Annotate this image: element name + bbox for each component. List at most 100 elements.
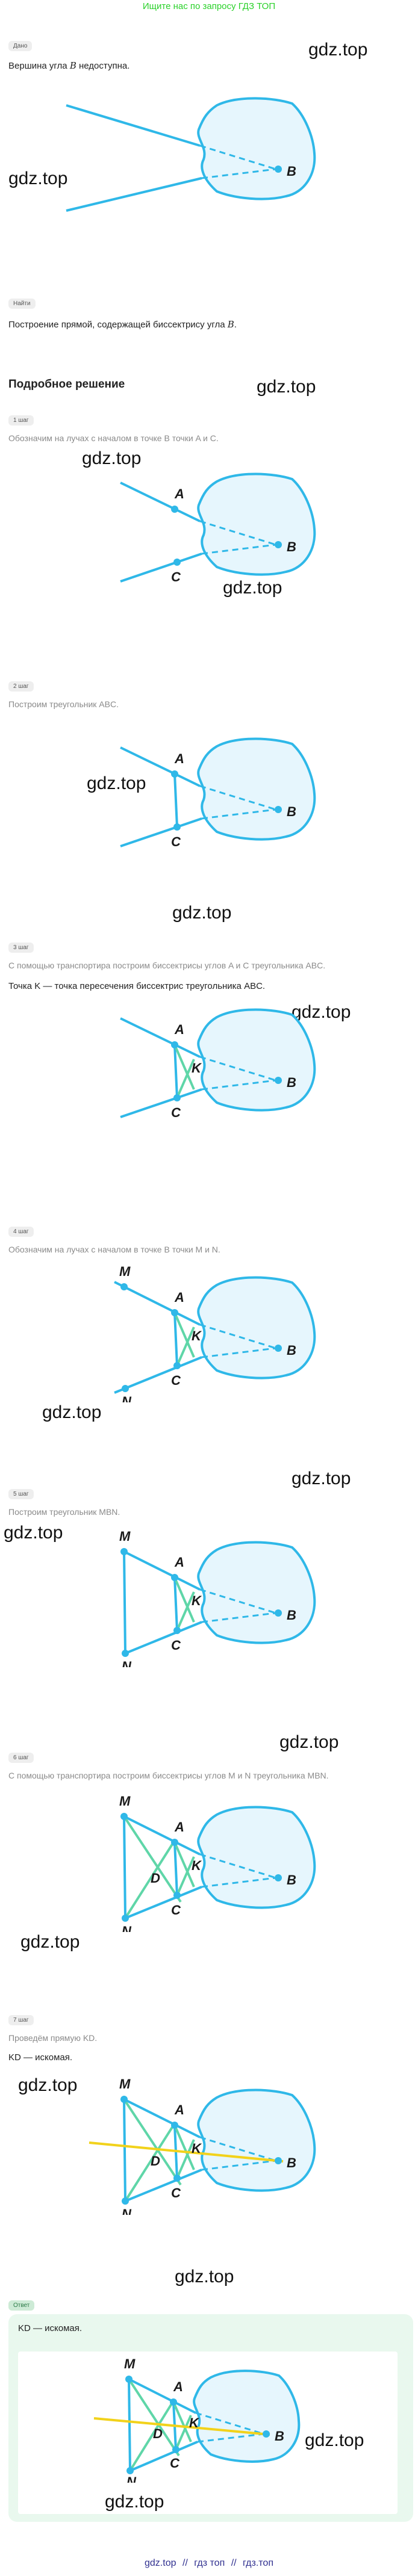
- svg-text:C: C: [171, 1638, 181, 1653]
- step-5-text: Построим треугольник MBN.: [8, 1507, 120, 1517]
- svg-text:M: M: [119, 1264, 131, 1279]
- bisector-a: [173, 1044, 195, 1090]
- top-banner[interactable]: Ищите нас по запросу ГДЗ ТОП: [142, 1, 276, 11]
- point-b: [275, 166, 282, 173]
- footer-link[interactable]: гдз.топ: [243, 2558, 273, 2568]
- dashed-lower: [201, 168, 276, 179]
- svg-text:D: D: [153, 2426, 163, 2441]
- point-c: [173, 559, 181, 566]
- svg-text:A: A: [174, 2102, 184, 2117]
- svg-text:M: M: [119, 1529, 131, 1544]
- svg-text:A: A: [174, 1290, 184, 1305]
- svg-text:N: N: [122, 1394, 132, 1402]
- step-2-text: Построим треугольник ABC.: [8, 699, 119, 709]
- point-b: [275, 541, 282, 548]
- step-3-text-2: Точка K — точка пересечения биссектрис т…: [8, 981, 266, 991]
- svg-text:C: C: [170, 2456, 180, 2471]
- answer-figure: M N A C K D B: [93, 2356, 301, 2483]
- svg-text:B: B: [287, 1075, 296, 1090]
- step-2-figure: A C B: [120, 737, 316, 849]
- watermark: gdz.top: [105, 2492, 164, 2512]
- answer-tag: Ответ: [8, 2300, 35, 2311]
- footer-link[interactable]: гдз топ: [194, 2558, 225, 2568]
- answer-text: KD — искомая.: [18, 2323, 83, 2333]
- ray-upper: [66, 104, 201, 147]
- watermark: gdz.top: [8, 169, 68, 188]
- watermark: gdz.top: [223, 578, 282, 598]
- svg-text:D: D: [151, 1871, 160, 1886]
- point-m: [120, 1283, 128, 1290]
- find-text: Построение прямой, содержащей биссектрис…: [8, 319, 237, 330]
- svg-text:K: K: [192, 1328, 202, 1343]
- step-3-figure: A C K B: [120, 1008, 316, 1120]
- step-3-tag: 3 шаг: [8, 943, 34, 953]
- ray-lower: [66, 177, 202, 212]
- watermark: gdz.top: [257, 377, 316, 397]
- footer-link[interactable]: gdz.top: [145, 2558, 176, 2568]
- given-text: Вершина угла B недоступна.: [8, 60, 130, 71]
- step-7-text-2: KD — искомая.: [8, 2052, 73, 2063]
- svg-text:N: N: [122, 1924, 132, 1932]
- watermark: gdz.top: [87, 773, 146, 793]
- step-7-figure: M N A C K D B: [89, 2076, 316, 2215]
- label-c: C: [171, 569, 181, 584]
- bisector-m: [123, 1815, 182, 1903]
- watermark: gdz.top: [279, 1732, 339, 1752]
- step-1-tag: 1 шаг: [8, 415, 34, 426]
- line-kd: [89, 2141, 284, 2163]
- solution-title: Подробное решение: [8, 378, 125, 391]
- watermark: gdz.top: [292, 1002, 351, 1022]
- svg-text:N: N: [126, 2474, 137, 2483]
- step-4-text: Обозначим на лучах с началом в точке B т…: [8, 1245, 220, 1254]
- svg-text:A: A: [173, 2379, 183, 2394]
- step-6-tag: 6 шаг: [8, 1753, 34, 1763]
- watermark: gdz.top: [42, 1402, 102, 1422]
- given-figure: B: [66, 97, 316, 212]
- svg-text:K: K: [192, 1858, 202, 1873]
- svg-text:B: B: [287, 1608, 296, 1623]
- step-5-tag: 5 шаг: [8, 1489, 34, 1499]
- footer-separator: //: [182, 2558, 188, 2568]
- footer-links: gdz.top // гдз топ // гдз.топ: [0, 2558, 418, 2569]
- step-4-figure: M N A C K B: [114, 1264, 316, 1402]
- svg-text:N: N: [122, 1659, 132, 1667]
- svg-text:N: N: [122, 2206, 132, 2215]
- step-1-text: Обозначим на лучах с началом в точке B т…: [8, 433, 219, 443]
- step-1-figure: A C B: [120, 472, 316, 584]
- footer-separator: //: [231, 2558, 237, 2568]
- label-b: B: [287, 539, 296, 554]
- point-n: [122, 1385, 129, 1392]
- step-7-tag: 7 шаг: [8, 2015, 34, 2025]
- step-7-text: Проведём прямую KD.: [8, 2033, 98, 2043]
- svg-text:C: C: [171, 1903, 181, 1918]
- svg-text:B: B: [275, 2429, 284, 2444]
- segment-mn: [123, 1551, 126, 1654]
- svg-text:D: D: [151, 2153, 160, 2169]
- bisector-n: [124, 1839, 176, 1919]
- given-tag: Дано: [8, 41, 33, 51]
- watermark: gdz.top: [4, 1523, 63, 1543]
- point-a: [171, 506, 178, 513]
- svg-text:K: K: [192, 1060, 202, 1076]
- svg-text:C: C: [171, 1373, 181, 1388]
- svg-text:M: M: [119, 2076, 131, 2091]
- region-outline: [197, 97, 316, 200]
- step-4-tag: 4 шаг: [8, 1227, 34, 1237]
- svg-text:M: M: [124, 2356, 136, 2371]
- svg-text:K: K: [189, 2415, 200, 2430]
- svg-text:A: A: [174, 1022, 184, 1037]
- watermark: gdz.top: [175, 2267, 234, 2287]
- svg-text:B: B: [287, 804, 296, 819]
- watermark: gdz.top: [20, 1932, 80, 1952]
- step-3-text: С помощью транспортира построим биссектр…: [8, 961, 326, 970]
- watermark: gdz.top: [82, 448, 142, 468]
- svg-text:K: K: [192, 1593, 202, 1608]
- svg-text:B: B: [287, 1872, 296, 1887]
- step-2-tag: 2 шаг: [8, 681, 34, 692]
- svg-text:B: B: [287, 1343, 296, 1358]
- watermark: gdz.top: [308, 40, 368, 60]
- step-5-figure: M N A C K B: [119, 1529, 316, 1667]
- svg-text:C: C: [171, 834, 181, 849]
- svg-text:A: A: [174, 1819, 184, 1834]
- label-b: B: [287, 164, 296, 179]
